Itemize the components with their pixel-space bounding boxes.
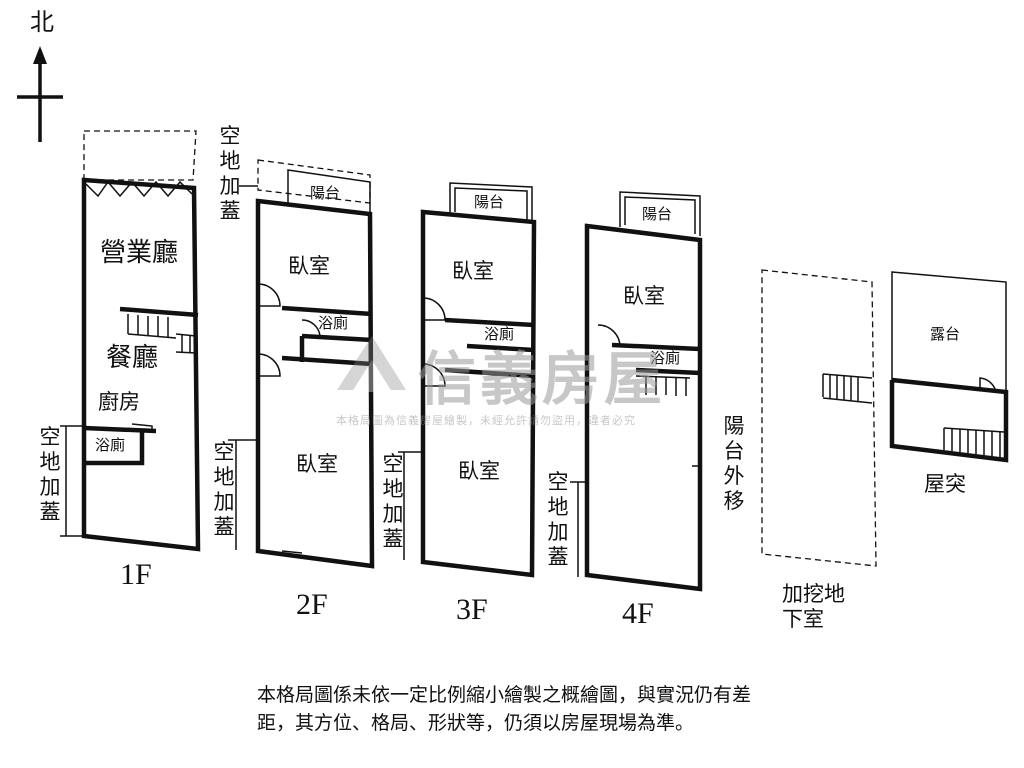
floor-2f-plan (228, 159, 375, 569)
disclaimer-note: 本格局圖係未依一定比例縮小繪製之概繪圖，與實況仍有差距，其方位、格局、形狀等，仍… (257, 684, 752, 734)
basement-label: 加挖地下室 (782, 582, 845, 631)
room-balcony-4f: 陽台 (642, 205, 673, 223)
room-bathroom-3f: 浴廁 (484, 325, 515, 343)
roof-label: 屋突 (924, 472, 966, 496)
floor-label-3f: 3F (456, 593, 488, 626)
balcony-moved-note-4f: 陽台外移 (723, 414, 745, 513)
brand-watermark-logo-icon (337, 336, 406, 392)
room-terrace: 露台 (930, 325, 961, 343)
room-balcony-3f: 陽台 (474, 193, 505, 211)
floor-3f-plan (398, 182, 537, 578)
room-balcony-2f: 陽台 (310, 184, 341, 202)
room-bedroom-2f-b: 臥室 (296, 452, 338, 476)
north-label: 北 (30, 8, 54, 36)
room-bathroom-1f: 浴廁 (95, 436, 126, 454)
roof-plan (889, 271, 1009, 463)
top-addition-note-2f: 空地加蓋 (219, 124, 241, 223)
room-business-hall: 營業廳 (100, 238, 179, 268)
addition-note-3f: 空地加蓋 (382, 452, 404, 551)
addition-note-2f: 空地加蓋 (213, 440, 235, 539)
brand-watermark: 信義房屋 (418, 345, 667, 413)
floor-label-2f: 2F (296, 588, 328, 621)
room-bathroom-2f: 浴廁 (318, 314, 349, 332)
room-bedroom-4f: 臥室 (623, 284, 665, 308)
room-bedroom-2f-a: 臥室 (288, 254, 330, 278)
addition-note-4f: 空地加蓋 (547, 470, 569, 569)
north-arrow-icon (17, 46, 63, 142)
room-bedroom-3f-b: 臥室 (458, 459, 500, 483)
room-dining: 餐廳 (106, 343, 159, 373)
brand-watermark-notice: 本格局圖為信義房屋繪製，未經允許請勿盜用，違者必究 (336, 414, 636, 427)
floor-4f-plan (570, 191, 703, 592)
room-kitchen: 廚房 (98, 390, 140, 414)
floor-label-4f: 4F (622, 597, 654, 630)
floor-1f-plan (60, 130, 201, 552)
floor-label-1f: 1F (120, 558, 152, 591)
room-bathroom-4f: 浴廁 (650, 349, 681, 367)
addition-note-1f: 空地加蓋 (39, 425, 61, 524)
basement-plan (761, 269, 877, 567)
room-bedroom-3f-a: 臥室 (452, 259, 494, 283)
